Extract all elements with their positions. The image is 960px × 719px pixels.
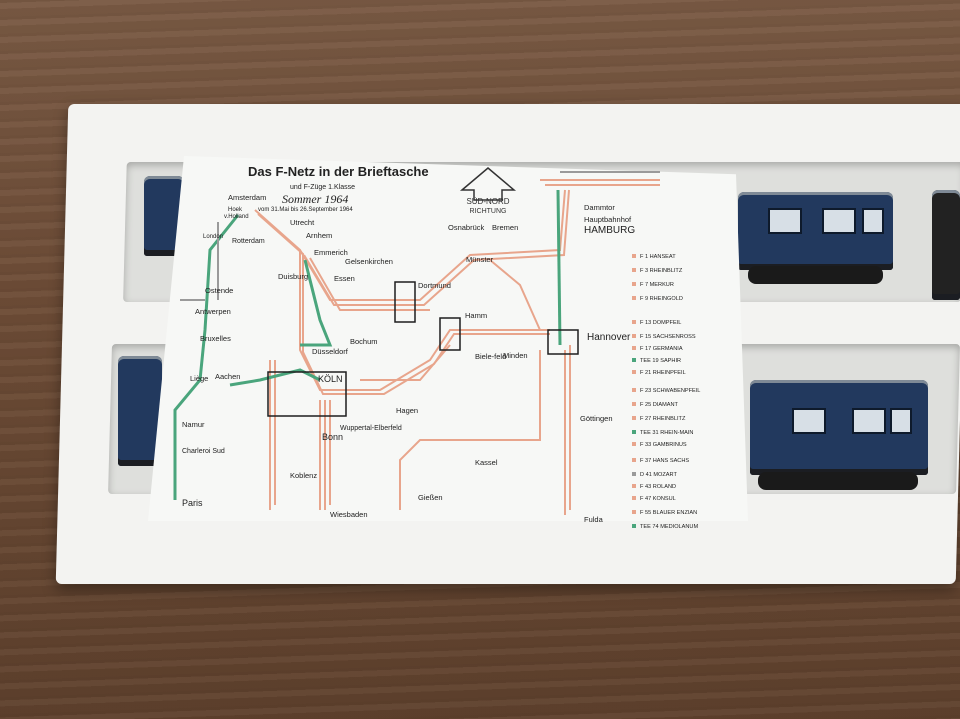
legend-item: F 1 HANSEAT — [640, 254, 676, 260]
legend-item: D 41 MOZART — [640, 472, 677, 478]
poster-season: Sommer 1964 — [282, 192, 348, 206]
legend-item: TEE 31 RHEIN-MAIN — [640, 430, 693, 436]
legend-item: F 47 KONSUL — [640, 496, 676, 502]
city-liege: Liège — [190, 374, 208, 383]
city-dortmund: Dortmund — [418, 281, 451, 290]
city-essen: Essen — [334, 274, 355, 283]
dortmund-station-box — [394, 281, 416, 323]
city-wiesbaden: Wiesbaden — [330, 510, 368, 519]
city-fulda: Fulda — [584, 515, 604, 524]
poster-title: Das F-Netz in der Brieftasche — [248, 164, 429, 179]
model-coach-edge-right — [932, 190, 960, 300]
model-coach-bottom-right — [750, 380, 928, 490]
city-hannover: Hannover — [587, 332, 631, 343]
city-hamburg: HAMBURG — [584, 225, 635, 236]
rail-network-poster — [148, 156, 748, 521]
city-bremen: Bremen — [492, 223, 518, 232]
legend-item: F 27 RHEINBLITZ — [640, 416, 686, 422]
legend-item: F 25 DIAMANT — [640, 402, 679, 408]
city-arnhem: Arnhem — [306, 231, 332, 240]
city-wuppertal: Wuppertal-Elberfeld — [340, 425, 402, 432]
model-coach-top-right — [738, 192, 893, 284]
hamm-station-box — [439, 317, 461, 351]
direction-top-text: SÜD-NORD — [466, 197, 509, 206]
city-kassel: Kassel — [475, 458, 498, 467]
city-muenster: Münster — [466, 255, 494, 264]
city-koblenz: Koblenz — [290, 471, 317, 480]
city-hoek: Hoek — [228, 207, 243, 213]
city-bruxelles: Bruxelles — [200, 334, 231, 343]
poster-period: vom 31.Mai bis 26.September 1964 — [258, 207, 353, 213]
legend-item: F 15 SACHSENROSS — [640, 334, 696, 340]
city-emmerich: Emmerich — [314, 248, 348, 257]
city-koeln: KÖLN — [318, 374, 343, 384]
legend-item: F 21 RHEINPFEIL — [640, 370, 686, 376]
city-charleroi: Charleroi Sud — [182, 448, 225, 455]
city-bielefeld: Biele-feld — [475, 352, 506, 361]
legend-item: F 13 DOMPFEIL — [640, 320, 681, 326]
legend-item: F 23 SCHWABENPFEIL — [640, 388, 700, 394]
legend-item: F 33 GAMBRINUS — [640, 442, 687, 448]
city-giessen: Gießen — [418, 493, 443, 502]
poster-subtitle: und F-Züge 1.Klasse — [290, 184, 355, 191]
city-rotterdam: Rotterdam — [232, 238, 265, 245]
city-amsterdam: Amsterdam — [228, 193, 266, 202]
city-utrecht: Utrecht — [290, 218, 315, 227]
city-bonn: Bonn — [322, 432, 343, 442]
koeln-station-box — [267, 371, 347, 417]
legend-item: F 55 BLAUER ENZIAN — [640, 510, 697, 516]
city-osnabrueck: Osnabrück — [448, 223, 485, 232]
city-goettingen: Göttingen — [580, 414, 613, 423]
direction-arrow-icon — [459, 167, 517, 201]
legend-item: TEE 19 SAPHIR — [640, 358, 681, 364]
city-bochum: Bochum — [350, 337, 378, 346]
city-namur: Namur — [182, 420, 205, 429]
direction-bottom-text: RICHTUNG — [470, 208, 507, 215]
city-duisburg: Duisburg — [278, 272, 308, 281]
city-gelsenkirchen: Gelsenkirchen — [345, 257, 393, 266]
train-legend: F 1 HANSEAT F 3 RHEINBLITZ F 7 MERKUR F … — [632, 254, 700, 530]
city-vholland: v.Holland — [224, 214, 249, 220]
city-duesseldorf: Düsseldorf — [312, 347, 349, 356]
city-ostende: Ostende — [205, 286, 233, 295]
legend-item: F 37 HANS SACHS — [640, 458, 689, 464]
city-minden: Minden — [503, 351, 528, 360]
legend-item: F 43 ROLAND — [640, 484, 676, 490]
model-coach-bottom-left — [118, 356, 162, 466]
city-paris: Paris — [182, 498, 203, 508]
city-dammtor: Dammtor — [584, 203, 615, 212]
legend-item: TEE 74 MEDIOLANUM — [640, 524, 698, 530]
legend-item: F 3 RHEINBLITZ — [640, 268, 683, 274]
legend-item: F 9 RHEINGOLD — [640, 296, 683, 302]
legend-item: F 7 MERKUR — [640, 282, 674, 288]
city-hamm: Hamm — [465, 311, 487, 320]
city-antwerpen: Antwerpen — [195, 307, 231, 316]
city-aachen: Aachen — [215, 372, 240, 381]
city-hbf: Hauptbahnhof — [584, 215, 632, 224]
hannover-station-box — [547, 329, 579, 355]
legend-item: F 17 GERMANIA — [640, 346, 683, 352]
city-london: London — [203, 234, 223, 240]
city-hagen: Hagen — [396, 406, 418, 415]
